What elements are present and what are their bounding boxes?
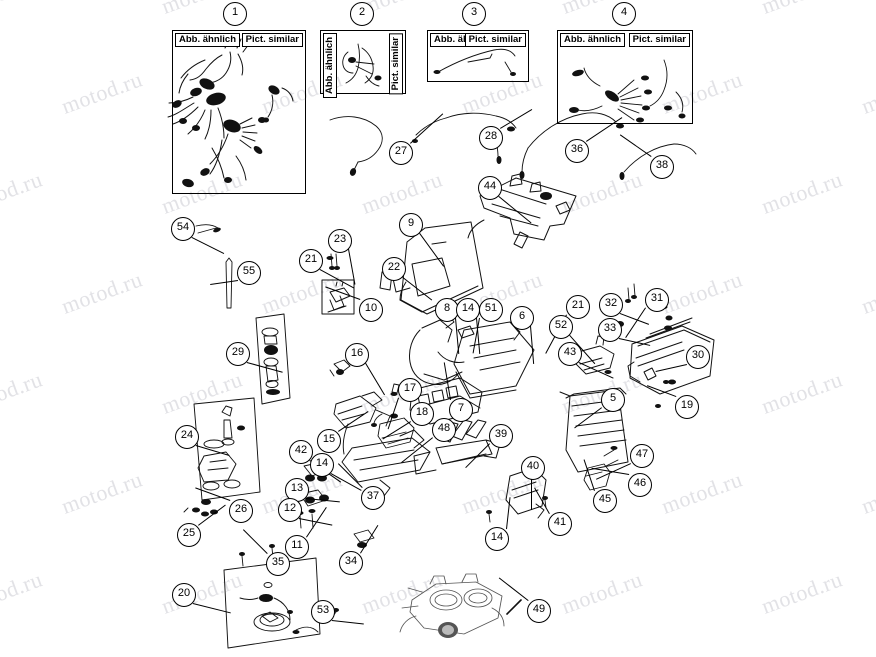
callout-11[interactable]: 11 bbox=[285, 535, 309, 559]
callout-53[interactable]: 53 bbox=[311, 600, 335, 624]
callout-39[interactable]: 39 bbox=[489, 424, 513, 448]
similar-picture-box-4: Abb. ähnlich Pict. similar bbox=[557, 30, 693, 124]
callout-3[interactable]: 3 bbox=[462, 2, 486, 26]
callout-19[interactable]: 19 bbox=[675, 395, 699, 419]
part-41-14c bbox=[486, 496, 548, 523]
part-wiring-harness-branch bbox=[569, 59, 686, 123]
callout-9[interactable]: 9 bbox=[399, 213, 423, 237]
similar-picture-box-2: Abb. ähnlich Pict. similar bbox=[320, 30, 406, 98]
part-cover-panel bbox=[379, 221, 484, 315]
part-small-parts-panel bbox=[193, 397, 261, 501]
callout-42[interactable]: 42 bbox=[289, 440, 313, 464]
callout-7[interactable]: 7 bbox=[449, 398, 473, 422]
callout-46[interactable]: 46 bbox=[628, 473, 652, 497]
callout-45[interactable]: 45 bbox=[593, 489, 617, 513]
callout-21[interactable]: 21 bbox=[566, 295, 590, 319]
callout-17[interactable]: 17 bbox=[398, 378, 422, 402]
callout-12[interactable]: 12 bbox=[278, 498, 302, 522]
callout-18[interactable]: 18 bbox=[410, 402, 434, 426]
callout-41[interactable]: 41 bbox=[548, 512, 572, 536]
part-wiring-harness-main bbox=[167, 36, 294, 188]
pict-similar-label: Pict. similar bbox=[464, 33, 526, 47]
part-coil-pack bbox=[413, 419, 501, 475]
callout-14[interactable]: 14 bbox=[310, 453, 334, 477]
callout-51[interactable]: 51 bbox=[479, 298, 503, 322]
callout-14[interactable]: 14 bbox=[485, 527, 509, 551]
callout-20[interactable]: 20 bbox=[172, 583, 196, 607]
callout-4[interactable]: 4 bbox=[612, 2, 636, 26]
callout-33[interactable]: 33 bbox=[598, 318, 622, 342]
part-electrical-bracket bbox=[467, 173, 577, 249]
callout-43[interactable]: 43 bbox=[558, 342, 582, 366]
pict-similar-label: Pict. similar bbox=[628, 33, 690, 47]
callout-5[interactable]: 5 bbox=[601, 388, 625, 412]
abb-aehnlich-label: Abb. ähnlich bbox=[560, 33, 625, 47]
pict-similar-label: Pict. similar bbox=[241, 33, 303, 47]
callout-2[interactable]: 2 bbox=[350, 2, 374, 26]
callout-26[interactable]: 26 bbox=[229, 499, 253, 523]
similar-picture-box-1: Abb. ähnlich Pict. similar bbox=[172, 30, 306, 194]
part-45-47 bbox=[583, 446, 619, 491]
callout-38[interactable]: 38 bbox=[650, 155, 674, 179]
callout-1[interactable]: 1 bbox=[223, 2, 247, 26]
part-cable-27 bbox=[329, 116, 383, 176]
part-54 bbox=[195, 224, 221, 234]
callout-14[interactable]: 14 bbox=[456, 298, 480, 322]
callout-10[interactable]: 10 bbox=[359, 298, 383, 322]
callout-52[interactable]: 52 bbox=[549, 315, 573, 339]
part-airbox bbox=[453, 321, 535, 399]
callout-leader-line bbox=[531, 476, 532, 510]
callout-25[interactable]: 25 bbox=[177, 523, 201, 547]
part-component-holder bbox=[341, 429, 431, 497]
callout-34[interactable]: 34 bbox=[339, 551, 363, 575]
part-fastener-21-23 bbox=[326, 253, 340, 270]
abb-aehnlich-label: Abb. ähnlich bbox=[323, 33, 337, 98]
callout-40[interactable]: 40 bbox=[521, 456, 545, 480]
callout-44[interactable]: 44 bbox=[478, 176, 502, 200]
part-15-42 bbox=[333, 391, 391, 455]
part-sensor-parts-panel bbox=[255, 313, 291, 405]
part-cable-36 bbox=[519, 112, 624, 179]
part-16 bbox=[329, 359, 351, 377]
part-throttle-body-assembly bbox=[399, 573, 505, 638]
part-engine-control-unit bbox=[627, 317, 715, 395]
callout-21[interactable]: 21 bbox=[299, 249, 323, 273]
callout-22[interactable]: 22 bbox=[382, 257, 406, 281]
callout-24[interactable]: 24 bbox=[175, 425, 199, 449]
callout-47[interactable]: 47 bbox=[630, 444, 654, 468]
callout-31[interactable]: 31 bbox=[645, 288, 669, 312]
part-wiring-harness-secondary bbox=[342, 43, 382, 87]
callout-37[interactable]: 37 bbox=[361, 486, 385, 510]
callout-28[interactable]: 28 bbox=[479, 126, 503, 150]
part-17-18 bbox=[371, 383, 400, 427]
part-cable-assembly bbox=[433, 48, 516, 76]
callout-15[interactable]: 15 bbox=[317, 429, 341, 453]
callout-23[interactable]: 23 bbox=[328, 229, 352, 253]
callout-55[interactable]: 55 bbox=[237, 261, 261, 285]
callout-27[interactable]: 27 bbox=[389, 141, 413, 165]
abb-aehnlich-label: Abb. ähnlich bbox=[175, 33, 240, 47]
part-plenum bbox=[409, 313, 475, 385]
callout-49[interactable]: 49 bbox=[527, 599, 551, 623]
callout-8[interactable]: 8 bbox=[435, 298, 459, 322]
callout-16[interactable]: 16 bbox=[345, 343, 369, 367]
callout-48[interactable]: 48 bbox=[432, 418, 456, 442]
callout-6[interactable]: 6 bbox=[510, 306, 534, 330]
callout-32[interactable]: 32 bbox=[599, 293, 623, 317]
pict-similar-label: Pict. similar bbox=[389, 33, 403, 95]
callout-35[interactable]: 35 bbox=[266, 552, 290, 576]
similar-picture-box-3: Abb. ähnlich Pict. similar bbox=[427, 30, 529, 82]
part-49-pin bbox=[506, 599, 522, 615]
callout-29[interactable]: 29 bbox=[226, 342, 250, 366]
part-19 bbox=[655, 380, 669, 408]
callout-36[interactable]: 36 bbox=[565, 139, 589, 163]
part-55 bbox=[225, 257, 233, 309]
callout-54[interactable]: 54 bbox=[171, 217, 195, 241]
callout-30[interactable]: 30 bbox=[686, 345, 710, 369]
